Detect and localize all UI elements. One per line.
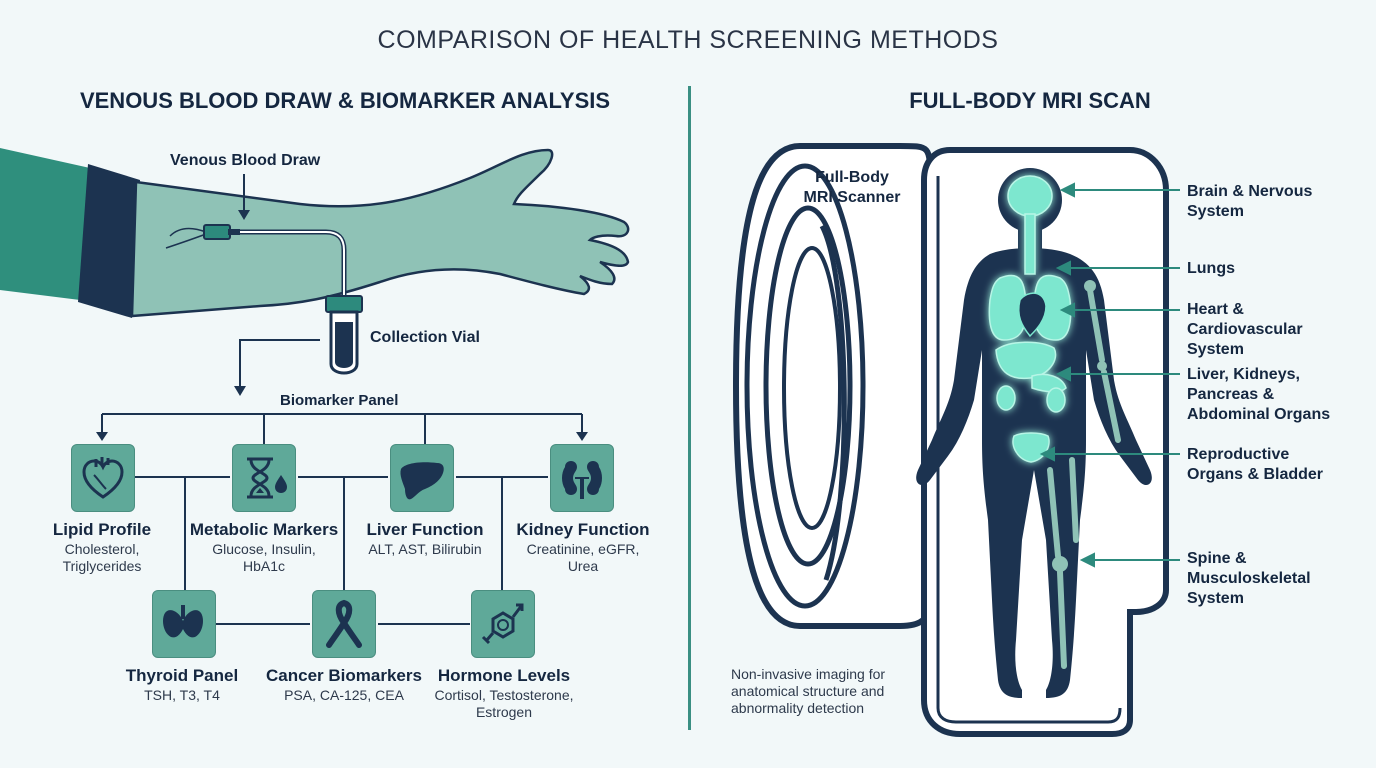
page-title: COMPARISON OF HEALTH SCREENING METHODS — [377, 26, 999, 54]
cancer-biomarkers-tile — [312, 590, 376, 658]
cancer-biomarkers-title: Cancer Biomarkers — [266, 666, 422, 685]
thyroid-panel-title: Thyroid Panel — [125, 666, 239, 685]
organ-lungs-label: Lungs — [1187, 260, 1235, 277]
ribbon-icon — [326, 599, 362, 648]
mri-heading: FULL-BODY MRI SCAN — [909, 88, 1151, 113]
lipid-profile-tile — [71, 444, 135, 512]
blood-draw-label: Venous Blood Draw — [170, 152, 321, 169]
liver-function-title: Liver Function — [366, 520, 484, 539]
hormone-levels-tile — [471, 590, 535, 658]
organ-abdominal-label: Liver, Kidneys, Pancreas & Abdominal Org… — [1187, 366, 1331, 423]
liver-icon — [400, 462, 444, 500]
kidney-function-title: Kidney Function — [516, 520, 650, 539]
arm-illustration — [0, 148, 630, 625]
organ-reproductive-label: Reproductive Organs & Bladder — [1187, 446, 1324, 483]
metabolic-markers-tile — [232, 444, 296, 512]
thyroid-panel-tile — [152, 590, 216, 658]
organ-spine-label: Spine & Musculoskeletal System — [1187, 550, 1311, 607]
thyroid-panel-sub: TSH, T3, T4 — [144, 687, 220, 703]
hormone-levels-sub: Cortisol, Testosterone, Estrogen — [434, 687, 574, 720]
cancer-biomarkers-sub: PSA, CA-125, CEA — [284, 687, 404, 703]
brain-glow — [1007, 175, 1053, 217]
vial-label: Collection Vial — [370, 329, 480, 346]
panel-label: Biomarker Panel — [280, 392, 399, 409]
section-divider — [688, 86, 691, 730]
liver-function-tile — [390, 444, 454, 512]
metabolic-markers-title: Metabolic Markers — [189, 520, 339, 539]
scanner-label: Full-Body MRI Scanner — [803, 169, 901, 206]
blood-draw-heading: VENOUS BLOOD DRAW & BIOMARKER ANALYSIS — [79, 88, 611, 113]
lipid-profile-title: Lipid Profile — [52, 520, 152, 539]
metabolic-markers-sub: Glucose, Insulin, HbA1c — [212, 541, 316, 574]
lipid-profile-sub: Cholesterol, Triglycerides — [62, 541, 142, 574]
liver-function-sub: ALT, AST, Bilirubin — [368, 541, 482, 557]
kidney-function-tile — [550, 444, 614, 512]
kidney-function-sub: Creatinine, eGFR, Urea — [526, 541, 640, 574]
organ-brain-label: Brain & Nervous System — [1187, 183, 1313, 220]
organ-heart-label: Heart & Cardiovascular System — [1187, 301, 1303, 358]
forearm — [130, 148, 630, 318]
hormone-icon — [481, 603, 524, 645]
thyroid-icon — [163, 605, 203, 638]
hormone-levels-title: Hormone Levels — [437, 666, 571, 685]
hourglass-drop-icon — [247, 457, 287, 499]
sleeve — [0, 148, 90, 300]
cuff — [78, 164, 140, 318]
heart-icon — [82, 457, 124, 499]
kidneys-icon — [562, 461, 602, 499]
mri-note: Non-invasive imaging for anatomical stru… — [731, 666, 886, 716]
